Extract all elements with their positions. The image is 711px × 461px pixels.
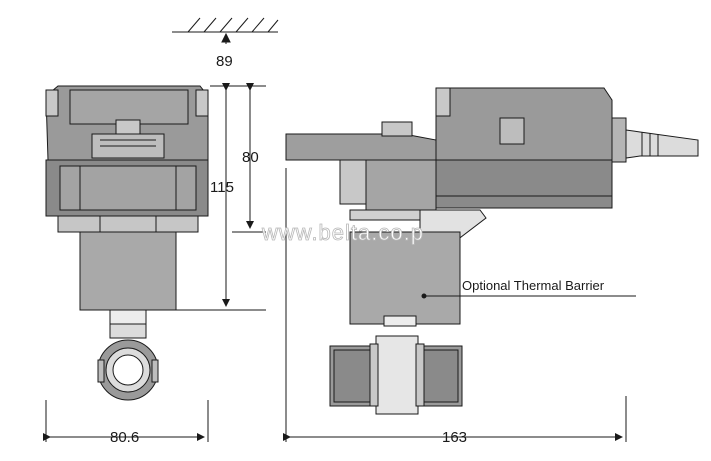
side-cable-gland [611, 117, 627, 163]
side-dimension-lines [283, 168, 627, 442]
mounting-surface-hatch [172, 17, 279, 33]
thermal-barrier-leader [421, 293, 636, 299]
side-manual-lever [285, 133, 437, 161]
dim-front-width: 80.6 [110, 429, 139, 446]
front-coupling [115, 119, 141, 135]
side-thermal-barrier [349, 231, 461, 325]
watermark-text: www.belta.co.p [261, 220, 424, 245]
dim-top-clearance: 89 [216, 53, 233, 70]
front-dimension-lines [43, 32, 266, 442]
front-collar [57, 215, 199, 233]
side-view [285, 87, 699, 415]
side-cable [625, 129, 699, 159]
dim-side-length: 163 [442, 429, 467, 446]
front-view [45, 85, 209, 401]
dim-actuator-height: 80 [242, 149, 259, 166]
front-valve-stem [109, 309, 147, 325]
dim-overall-height: 115 [210, 179, 234, 196]
front-thermal-barrier [79, 231, 177, 311]
thermal-barrier-label: Optional Thermal Barrier [462, 278, 605, 293]
